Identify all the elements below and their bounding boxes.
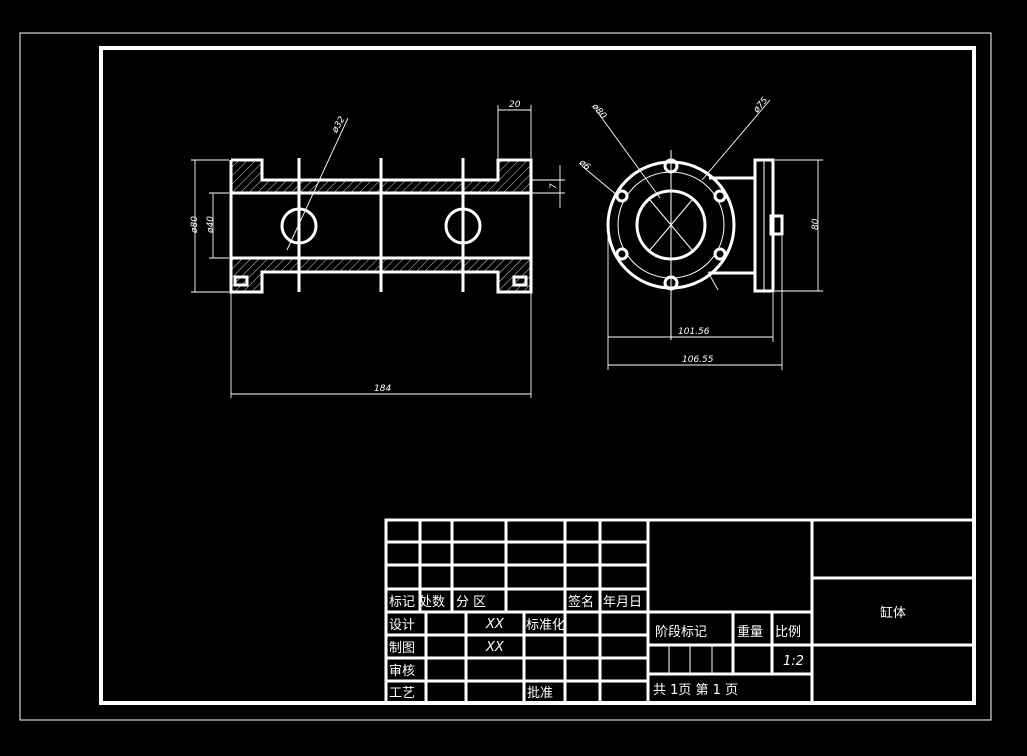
dim-hole-dia: ø6 xyxy=(576,157,592,173)
dim-wall: 7 xyxy=(549,183,559,189)
side-view: ø80 ø75 ø6 80 101.56 106.55 xyxy=(576,95,823,370)
tb-design-value: XX xyxy=(485,617,505,632)
tb-scale-label: 比例 xyxy=(775,625,801,640)
tb-design-label: 设计 xyxy=(389,618,415,633)
tb-std-label: 标准化 xyxy=(526,618,565,633)
tb-count-label: 处数 xyxy=(419,595,445,610)
tb-sheet-text: 共 1页 第 1 页 xyxy=(653,683,738,698)
tb-draw-value: XX xyxy=(485,640,505,655)
tb-approve-label: 批准 xyxy=(527,686,553,701)
dim-height: 80 xyxy=(811,218,821,230)
title-block: 标记 处数 分 区 签名 年月日 设计 制图 审核 工艺 XX XX 标准化 批… xyxy=(384,518,976,705)
tb-zone-label: 分 区 xyxy=(456,595,486,610)
drawing-frame xyxy=(99,46,976,705)
dim-bolt-circle: ø75 xyxy=(751,95,770,115)
tb-process-label: 工艺 xyxy=(389,686,415,701)
side-boss xyxy=(769,214,784,236)
bolt-hole-upper-left xyxy=(615,189,629,203)
dim-width-a: 101.56 xyxy=(678,327,710,337)
tb-part-name: 缸体 xyxy=(880,605,906,621)
bolt-hole-lower-right xyxy=(713,247,727,261)
dim-flange-width: 20 xyxy=(509,100,521,110)
dim-width-b: 106.55 xyxy=(682,355,714,365)
tb-check-label: 审核 xyxy=(389,664,415,679)
tb-date-label: 年月日 xyxy=(603,595,642,610)
dim-inner-dia: ø40 xyxy=(206,216,216,234)
tb-weight-label: 重量 xyxy=(737,624,763,640)
bolt-hole-upper-right xyxy=(713,189,727,203)
dim-flange-dia: ø80 xyxy=(589,101,608,121)
bottom-wall-hatch xyxy=(231,258,531,292)
tb-stage-label: 阶段标记 xyxy=(655,625,707,640)
bolt-mark-left xyxy=(233,275,249,287)
tb-draw-label: 制图 xyxy=(389,641,415,656)
top-wall-hatch xyxy=(231,160,531,193)
bolt-hole-lower-left xyxy=(615,247,629,261)
bolt-mark-right xyxy=(512,275,528,287)
tb-scale-value: 1:2 xyxy=(783,654,804,669)
tb-mark-label: 标记 xyxy=(389,595,415,610)
port-left xyxy=(280,207,318,245)
outer-border xyxy=(19,32,992,721)
front-view: 184 20 7 ø80 ø40 ø32 xyxy=(190,100,565,398)
port-right xyxy=(444,207,482,245)
tb-sign-label: 签名 xyxy=(568,594,594,610)
dim-length: 184 xyxy=(374,384,391,394)
dim-outer-dia: ø80 xyxy=(190,216,200,234)
